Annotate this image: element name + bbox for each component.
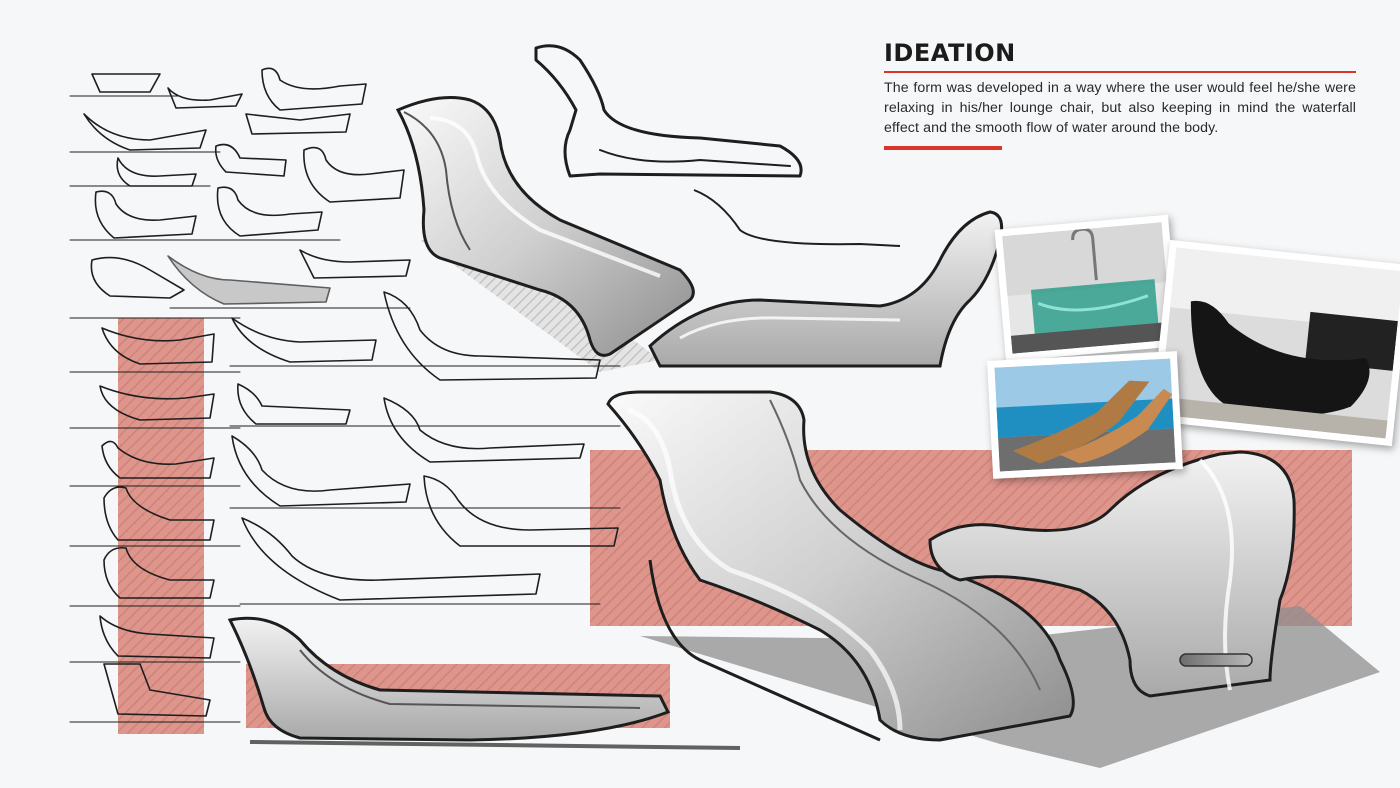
render-top-chair [395,96,695,357]
photo-glass-bathtub [994,214,1180,362]
title-underline [884,71,1356,73]
render-main-chair-back [928,450,1296,698]
ideation-header: IDEATION The form was developed in a way… [884,38,1356,150]
description-text: The form was developed in a way where th… [884,80,1356,136]
sketch-top-outline [534,44,803,178]
page-title: IDEATION [884,39,1016,67]
render-bottom-left [227,616,741,750]
marker-block-left [118,318,204,734]
photo-wooden-loungers [987,351,1183,479]
render-mid-right-chair [648,189,1004,368]
accent-underline [884,146,1002,150]
render-main-chair-front [606,390,1075,742]
photo-black-bathtub [1151,239,1400,447]
thumbnail-sketches [69,67,621,723]
